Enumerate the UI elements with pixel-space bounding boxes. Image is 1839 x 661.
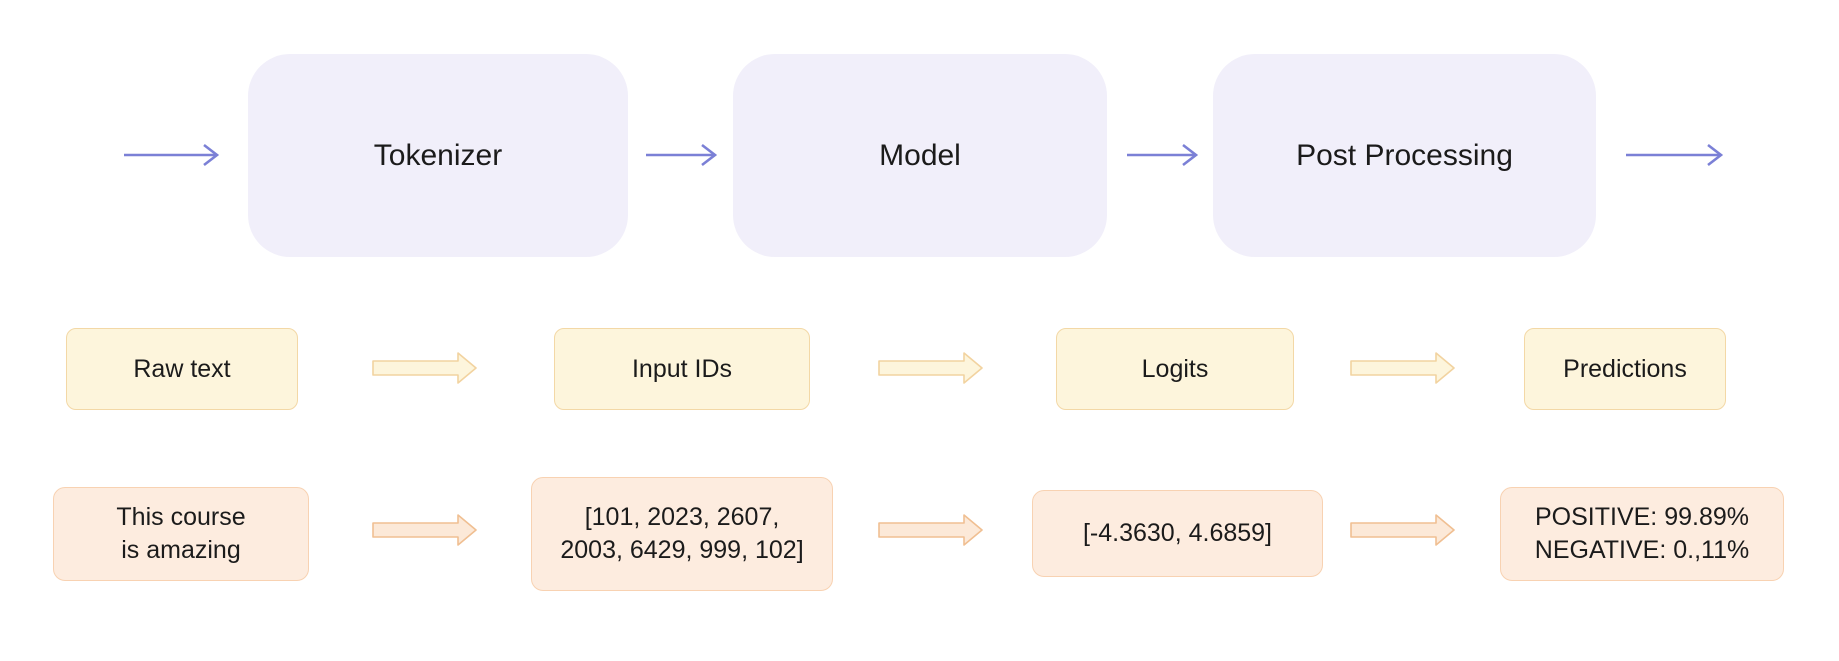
stage-box-tokenizer: Tokenizer	[248, 54, 628, 257]
artifact-label-logits: Logits	[1141, 354, 1209, 383]
flow-arrow-model-to-postprocessing-icon	[1127, 143, 1199, 167]
flow-arrow-tokenizer-to-model-icon	[646, 143, 718, 167]
example-value-predictions: POSITIVE: 99.89% NEGATIVE: 0.,11%	[1534, 502, 1750, 565]
example-box-logits: [-4.3630, 4.6859]	[1032, 490, 1323, 577]
artifact-box-logits: Logits	[1056, 328, 1294, 410]
block-arrow-raw-text-to-input-ids-icon	[372, 352, 477, 384]
flow-arrow-input-icon	[124, 143, 220, 167]
example-box-raw-text: This course is amazing	[53, 487, 309, 581]
block-arrow-example-ids-to-logits-icon	[878, 514, 983, 546]
stage-label-model: Model	[879, 138, 961, 172]
block-arrow-logits-to-predictions-icon	[1350, 352, 1455, 384]
stage-label-post-processing: Post Processing	[1296, 138, 1513, 172]
block-arrow-example-raw-to-ids-icon	[372, 514, 477, 546]
artifact-label-predictions: Predictions	[1563, 354, 1687, 383]
stage-box-model: Model	[733, 54, 1107, 257]
example-value-logits: [-4.3630, 4.6859]	[1082, 518, 1273, 547]
artifact-box-raw-text: Raw text	[66, 328, 298, 410]
artifact-label-input-ids: Input IDs	[631, 354, 733, 383]
flow-arrow-output-icon	[1626, 143, 1724, 167]
artifact-box-input-ids: Input IDs	[554, 328, 810, 410]
example-box-input-ids: [101, 2023, 2607, 2003, 6429, 999, 102]	[531, 477, 833, 591]
example-box-predictions: POSITIVE: 99.89% NEGATIVE: 0.,11%	[1500, 487, 1784, 581]
stage-label-tokenizer: Tokenizer	[373, 138, 503, 172]
stage-box-post-processing: Post Processing	[1213, 54, 1596, 257]
block-arrow-input-ids-to-logits-icon	[878, 352, 983, 384]
example-value-input-ids: [101, 2023, 2607, 2003, 6429, 999, 102]	[560, 502, 804, 565]
artifact-box-predictions: Predictions	[1524, 328, 1726, 410]
block-arrow-example-logits-to-predictions-icon	[1350, 514, 1455, 546]
example-value-raw-text: This course is amazing	[116, 502, 246, 565]
artifact-label-raw-text: Raw text	[133, 354, 231, 383]
